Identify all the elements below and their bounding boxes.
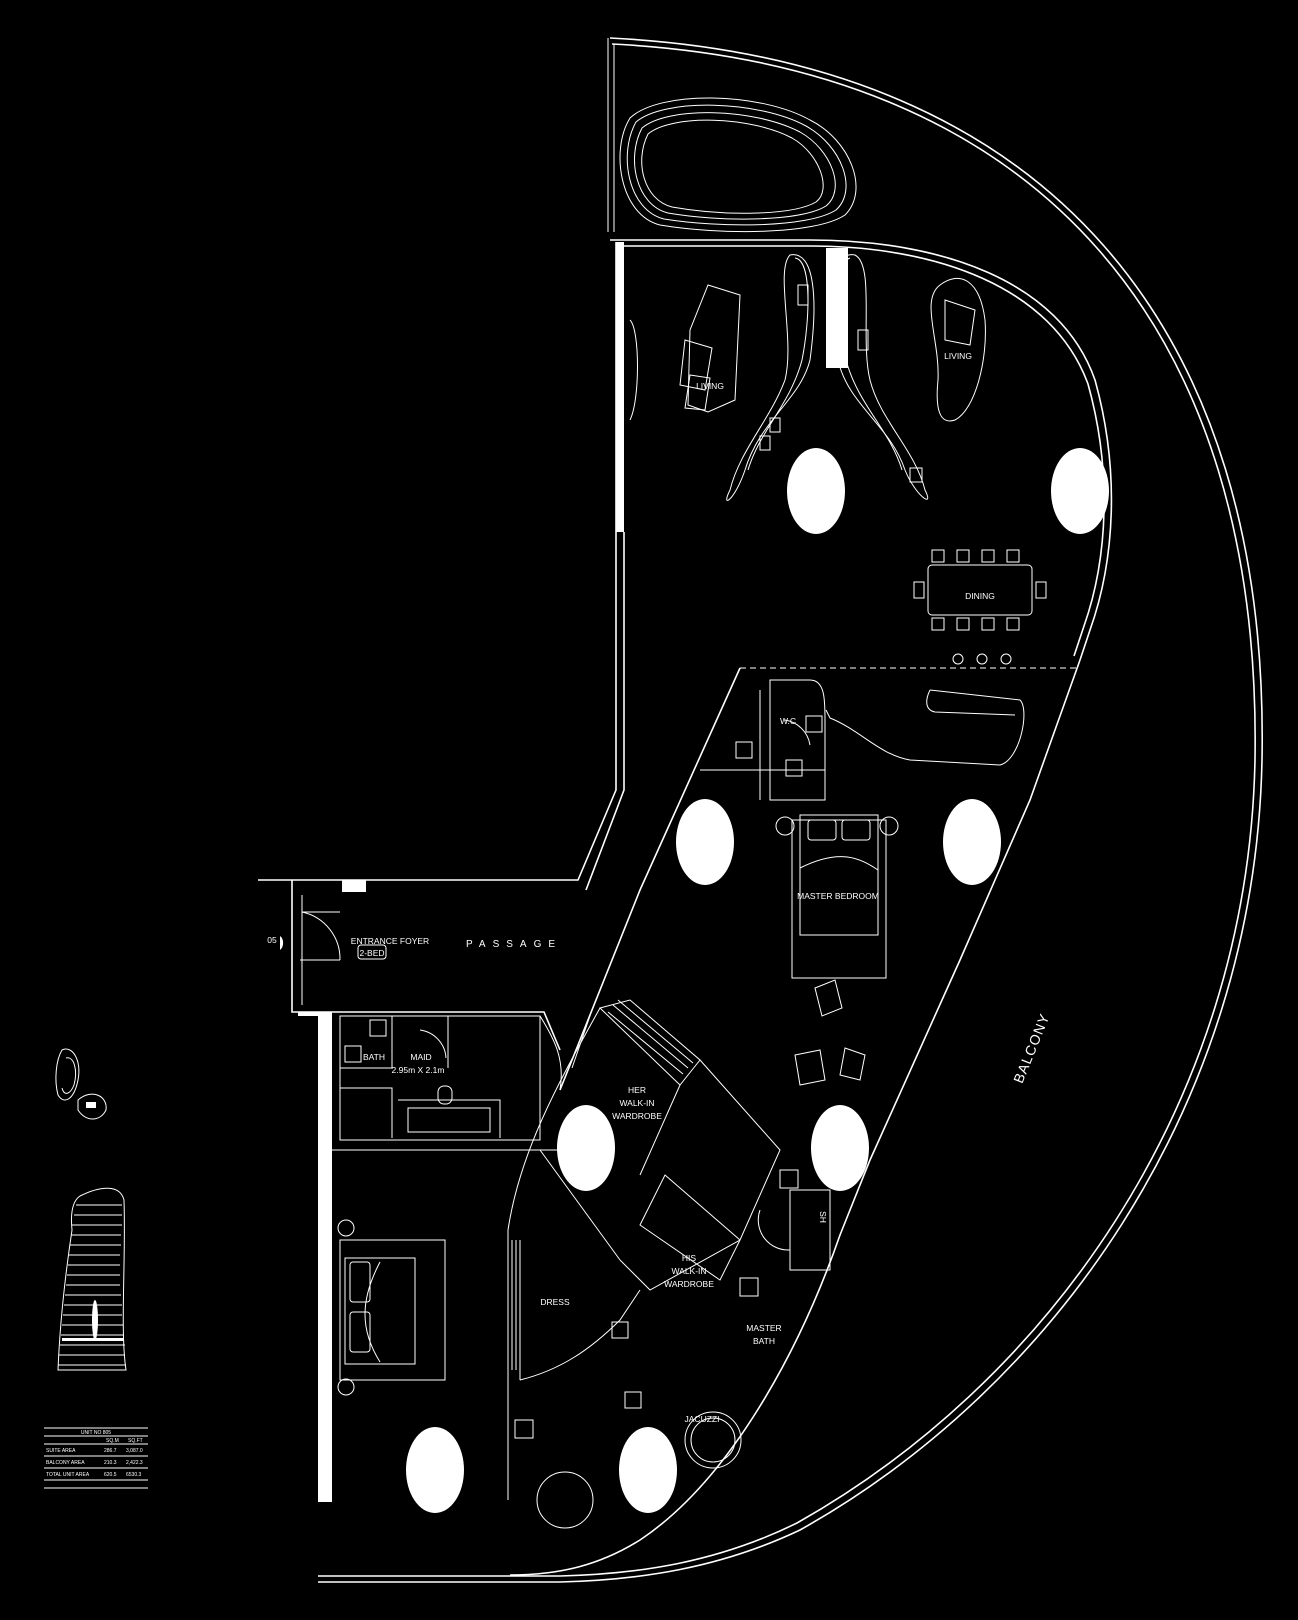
- column-marker: [787, 448, 845, 534]
- master-bath-label-1: MASTER: [746, 1323, 781, 1333]
- dress-label: DRESS: [540, 1297, 570, 1307]
- bedroom-2-furniture: [332, 1149, 560, 1396]
- living-left-label: LIVING: [696, 381, 724, 391]
- living-dining-walls: [258, 239, 1113, 892]
- table-row-label: BALCONY AREA: [46, 1460, 85, 1466]
- table-row-sqm: 210.3: [104, 1460, 117, 1466]
- column-marker: [943, 799, 1001, 885]
- passage-label: PASSAGE: [466, 939, 562, 950]
- table-row-sqm: 620.5: [104, 1472, 117, 1478]
- table-row-sqm: 286.7: [104, 1448, 117, 1454]
- table-header-sqft: SQ.FT: [128, 1438, 143, 1444]
- living-right-label: LIVING: [944, 351, 972, 361]
- living-sofa-left: [679, 254, 815, 501]
- building-stack: [57, 1187, 127, 1371]
- key-plan: [55, 1048, 107, 1120]
- table-row-label: SUITE AREA: [46, 1448, 76, 1454]
- living-sofa-right: [832, 254, 986, 500]
- kitchen-wc-block: [559, 667, 1080, 1091]
- table-row-sqft: 3,087.0: [126, 1448, 143, 1454]
- his-wardrobe-label-3: WARDROBE: [664, 1279, 714, 1289]
- area-table: [44, 1427, 148, 1489]
- area-table-text: UNIT NO 805 SQ.M SQ.FT SUITE AREA 286.7 …: [46, 1430, 143, 1478]
- her-wardrobe-label-3: WARDROBE: [612, 1111, 662, 1121]
- wc-label: W.C: [780, 716, 796, 726]
- master-bath-label-2: BATH: [753, 1336, 775, 1346]
- dining-table: [913, 549, 1047, 665]
- room-labels: LIVING LIVING DINING W.C MASTER BEDROOM …: [267, 351, 1052, 1424]
- column-markers: [406, 448, 1109, 1513]
- table-title: UNIT NO 805: [81, 1430, 111, 1436]
- column-marker: [1051, 448, 1109, 534]
- her-wardrobe-label-2: WALK-IN: [619, 1098, 654, 1108]
- dining-label: DINING: [965, 591, 995, 601]
- maid-size-label: 2.95m X 2.1m: [392, 1065, 445, 1075]
- column-marker: [619, 1427, 677, 1513]
- entrance-foyer: [280, 880, 561, 1502]
- door-number-label: 05: [267, 935, 277, 945]
- his-wardrobe-label-1: HIS: [682, 1253, 697, 1263]
- table-row-label: TOTAL UNIT AREA: [46, 1472, 90, 1478]
- column-marker: [406, 1427, 464, 1513]
- shower-label: SH: [818, 1211, 828, 1223]
- column-marker: [557, 1105, 615, 1191]
- balcony-label: BALCONY: [1010, 1011, 1053, 1086]
- bath-label: BATH: [363, 1052, 385, 1062]
- his-wardrobe-label-2: WALK-IN: [671, 1266, 706, 1276]
- table-row-sqft: 2,422.3: [126, 1460, 143, 1466]
- maid-label: MAID: [410, 1052, 431, 1062]
- maid-bath-block: [339, 1015, 562, 1141]
- her-wardrobe-label-1: HER: [628, 1085, 646, 1095]
- column-marker: [676, 799, 734, 885]
- pool-feature: [619, 97, 857, 233]
- wardrobe-suite: [507, 999, 831, 1529]
- table-row-sqft: 6530.3: [126, 1472, 142, 1478]
- jacuzzi-label: JACUZZI: [685, 1414, 720, 1424]
- entrance-foyer-label: ENTRANCE FOYER: [351, 936, 429, 946]
- balcony-outline: [318, 37, 1263, 1583]
- table-header-sqm: SQ.M: [106, 1438, 119, 1444]
- door-tag-label: 2-BED: [359, 948, 384, 958]
- master-bedroom-furniture: [509, 659, 1081, 1576]
- column-marker: [811, 1105, 869, 1191]
- master-bedroom-label: MASTER BEDROOM: [797, 891, 879, 901]
